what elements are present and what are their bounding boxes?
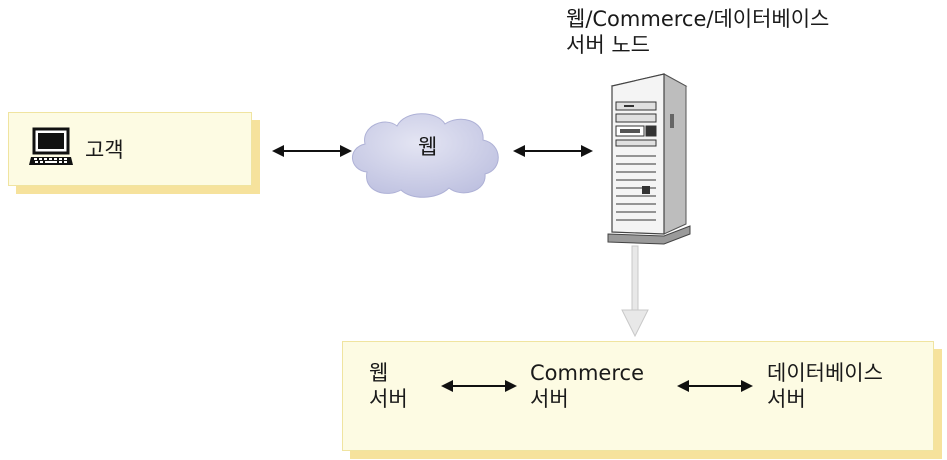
web-server-label-line1: 웹 xyxy=(369,361,389,385)
web-cloud-label: 웹 xyxy=(418,135,438,159)
server-detail-box: 웹 서버 Commerce 서버 데이터베이스 서버 xyxy=(342,341,934,451)
web-cloud-icon xyxy=(352,113,499,198)
customer-label: 고객 xyxy=(85,138,124,162)
server-node-title-line1: 웹/Commerce/데이터베이스 xyxy=(566,7,830,31)
commerce-server-label-line1: Commerce xyxy=(530,361,644,385)
server-tower-icon xyxy=(607,73,691,245)
web-server-label: 웹 서버 xyxy=(369,360,408,412)
customer-box: 고객 xyxy=(8,112,252,186)
database-server-label: 데이터베이스 서버 xyxy=(767,360,883,412)
down-arrow xyxy=(621,245,649,338)
arrow-web-commerce xyxy=(441,380,517,392)
arrow-commerce-database xyxy=(677,380,753,392)
database-server-label-line2: 서버 xyxy=(767,387,806,411)
laptop-icon xyxy=(29,127,73,165)
commerce-server-label-line2: 서버 xyxy=(530,387,569,411)
server-node-title-line2: 서버 노드 xyxy=(566,33,650,57)
commerce-server-label: Commerce 서버 xyxy=(530,360,644,412)
arrow-customer-web xyxy=(272,145,352,157)
arrow-web-server xyxy=(513,145,593,157)
server-node-title: 웹/Commerce/데이터베이스 서버 노드 xyxy=(566,6,829,58)
web-server-label-line2: 서버 xyxy=(369,387,408,411)
database-server-label-line1: 데이터베이스 xyxy=(767,361,883,385)
